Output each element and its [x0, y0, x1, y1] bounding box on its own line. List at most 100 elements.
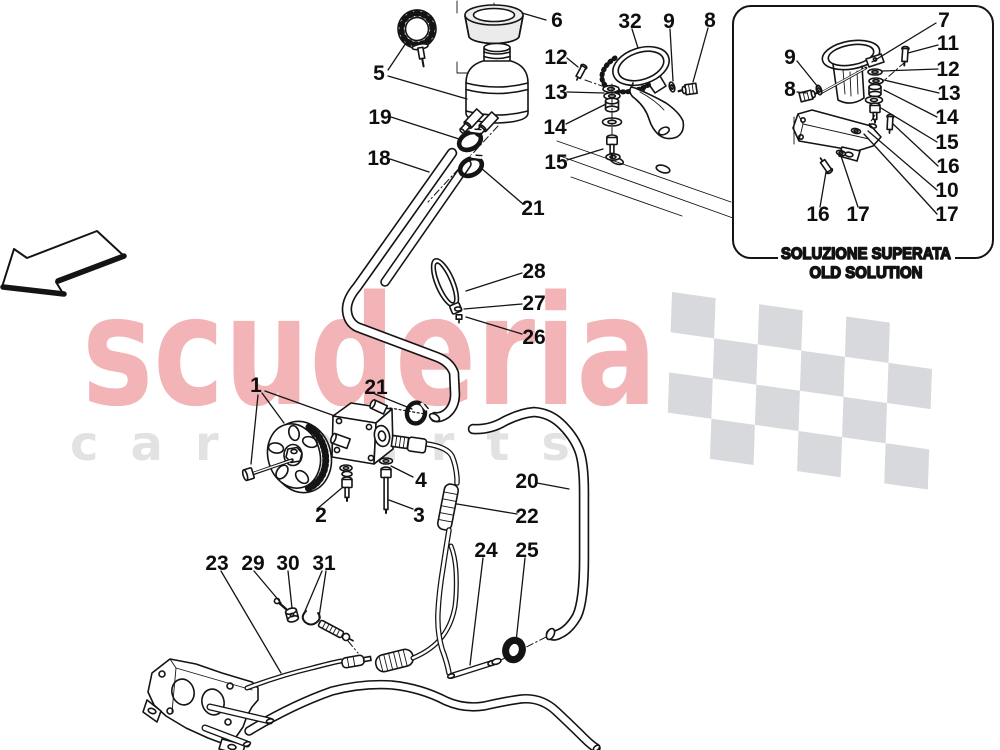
engine-block — [142, 658, 259, 750]
callout-8: 8 — [784, 78, 796, 101]
fastener-stack — [584, 79, 623, 158]
reservoir-body — [459, 42, 529, 137]
callout-15: 15 — [544, 151, 568, 174]
callout-3: 3 — [413, 504, 425, 527]
callout-15: 15 — [935, 131, 959, 154]
bracket-arm — [629, 86, 685, 140]
callout-12: 12 — [936, 58, 959, 81]
old-clamp-7 — [821, 39, 885, 104]
callout-16: 16 — [936, 155, 959, 178]
checkered-flag-watermark — [667, 292, 933, 490]
flag-cell — [757, 304, 803, 351]
seal-ring-6 — [464, 4, 524, 45]
callout-17: 17 — [935, 203, 958, 226]
pump-outlet-barb — [390, 434, 410, 450]
callout-26: 26 — [522, 326, 545, 349]
callout-9: 9 — [784, 46, 796, 69]
hose-clamp-21-lower — [404, 400, 429, 426]
flag-cell — [797, 430, 843, 478]
callout-29: 29 — [241, 552, 264, 575]
old-screw-8-washer-9 — [798, 66, 868, 103]
callout-11: 11 — [937, 32, 960, 55]
grommet-30 — [284, 607, 300, 623]
flag-cell — [887, 362, 933, 410]
flag-cell — [799, 350, 845, 397]
callout-30: 30 — [276, 552, 299, 575]
callout-16: 16 — [806, 203, 829, 226]
callout-28: 28 — [522, 260, 546, 283]
chassis-rail — [556, 140, 734, 219]
callout-1: 1 — [250, 374, 262, 397]
old-screw-16-bottom — [819, 157, 834, 175]
callout-6: 6 — [551, 9, 563, 32]
callout-2: 2 — [315, 504, 327, 527]
pulley — [266, 420, 333, 494]
pump-body — [329, 399, 428, 465]
callout-8: 8 — [704, 9, 716, 32]
hose-clamp-25 — [502, 636, 526, 664]
callout-9: 9 — [663, 10, 675, 33]
callout-13: 13 — [937, 82, 960, 105]
clamp-32 — [612, 45, 670, 87]
flag-cell — [667, 372, 713, 419]
sleeve-22 — [436, 483, 460, 531]
callout-23: 23 — [205, 552, 228, 575]
screw-12 — [575, 63, 588, 81]
direction-arrow — [0, 230, 127, 297]
reservoir-cap-5 — [397, 9, 437, 68]
old-washer-17-bottom — [835, 149, 847, 157]
old-solution-box — [732, 5, 994, 259]
hose-clamp-19 — [456, 128, 484, 153]
flag-cell — [709, 418, 755, 466]
callout-19: 19 — [368, 106, 391, 129]
washer-9 — [668, 81, 676, 93]
callout-12: 12 — [544, 46, 567, 69]
suction-hose-18 — [347, 153, 467, 423]
callout-25: 25 — [515, 539, 539, 562]
washer-27 — [453, 306, 463, 312]
pump-top-fitting — [369, 399, 389, 415]
callout-22: 22 — [515, 505, 538, 528]
flag-cell — [884, 443, 930, 490]
callout-32: 32 — [618, 10, 641, 33]
callout-7: 7 — [938, 9, 950, 32]
caption-mask — [778, 243, 955, 260]
old-screw-16-top — [886, 113, 895, 134]
old-screw-11 — [901, 45, 910, 67]
callout-21: 21 — [364, 376, 388, 399]
block-pipes — [201, 703, 275, 748]
control-cable-23 — [247, 546, 456, 688]
nut-26 — [455, 313, 463, 324]
callout-24: 24 — [474, 539, 498, 562]
old-solution-caption-it: SOLUZIONE SUPERATA — [781, 244, 951, 263]
flag-cell — [842, 396, 888, 444]
callout-17: 17 — [846, 203, 869, 226]
flag-cell — [844, 316, 890, 363]
callout-13: 13 — [544, 81, 567, 104]
callout-5: 5 — [373, 62, 385, 85]
callout-21: 21 — [521, 197, 545, 220]
flag-cell — [712, 338, 758, 385]
bellows — [374, 648, 415, 673]
cable-fittings — [273, 597, 359, 654]
hose-clamp-21-upper — [457, 154, 485, 179]
bracket-assembly — [575, 45, 698, 158]
callout-4: 4 — [415, 469, 427, 492]
old-fastener-stack — [854, 61, 906, 147]
old-solution-caption-en: OLD SOLUTION — [810, 263, 923, 282]
lower-hose — [249, 685, 601, 750]
leader-lines — [220, 12, 940, 674]
callout-27: 27 — [522, 292, 545, 315]
flag-cell — [670, 292, 716, 339]
flag-cell — [754, 384, 800, 431]
callout-31: 31 — [312, 552, 336, 575]
callout-18: 18 — [367, 147, 391, 170]
callout-14: 14 — [543, 116, 567, 139]
callout-20: 20 — [515, 470, 538, 493]
pulley-screw — [241, 458, 294, 482]
callout-14: 14 — [935, 106, 959, 129]
pump-assembly — [241, 399, 429, 514]
